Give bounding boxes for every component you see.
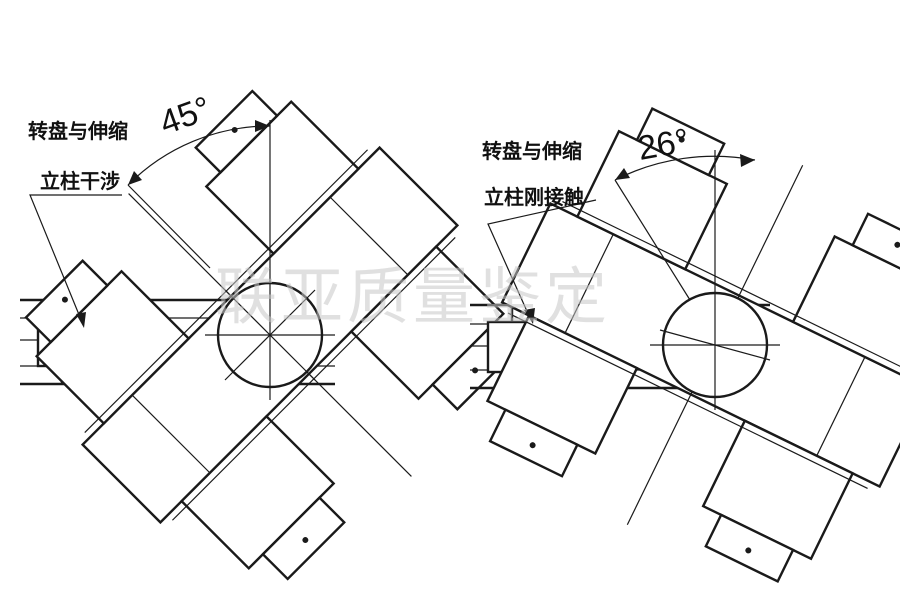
right-label-line1: 转盘与伸缩 [482,139,582,163]
left-label-line2: 立柱干涉 [40,169,120,193]
left-diagram: 转盘与伸缩 立柱干涉 45° [20,89,516,581]
left-angle-arc [127,125,271,186]
right-angle-arc [614,155,756,181]
watermark-text: 联亚质量鉴定 [215,260,611,333]
left-turntable [24,89,516,581]
left-label-line1: 转盘与伸缩 [28,119,128,143]
right-angle-label: 26° [635,122,692,168]
left-angle-label: 45° [155,89,216,142]
right-leader-line [487,199,597,319]
right-diagram: 转盘与伸缩 立柱刚接触 26° [470,106,900,584]
left-leader-line [29,194,122,323]
right-label-line2: 立柱刚接触 [484,185,584,209]
